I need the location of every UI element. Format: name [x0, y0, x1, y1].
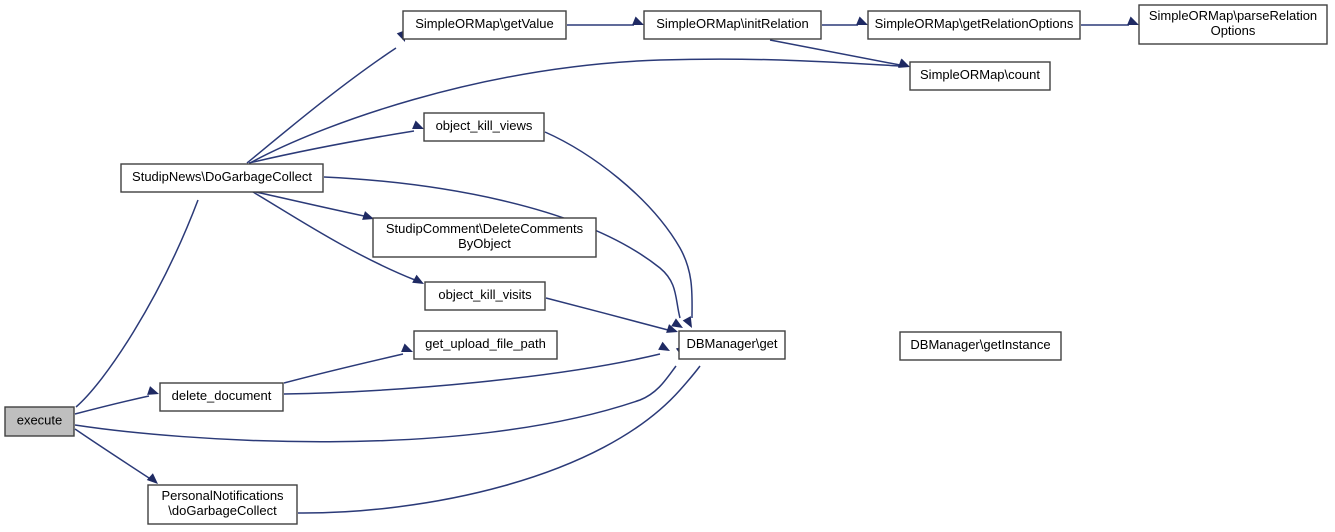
- node-box-studipcomment_deletecomments[interactable]: [372, 217, 597, 258]
- node-studipnews_dogarbagecollect[interactable]: StudipNews\DoGarbageCollect: [120, 163, 324, 193]
- node-box-simpleormap_count[interactable]: [909, 61, 1051, 91]
- node-box-get_upload_file_path[interactable]: [413, 330, 558, 360]
- nodes-layer: execute delete_documentPersonalNotificati…: [4, 4, 1328, 525]
- node-label-simpleormap_getrelationoptions: SimpleORMap\getRelationOptions: [875, 16, 1074, 31]
- edge-simpleormap_getvalue-to-simpleormap_initrelation: [567, 16, 644, 26]
- node-label-get_upload_file_path: get_upload_file_path: [425, 336, 546, 351]
- node-label-dbmanager_getinstance: DBManager\getInstance: [910, 337, 1050, 352]
- node-label-object_kill_visits: object_kill_visits: [438, 287, 532, 302]
- edge-object_kill_visits-to-dbmanager_get: [545, 297, 678, 333]
- node-box-object_kill_visits[interactable]: [424, 281, 546, 311]
- node-box-dbmanager_getinstance[interactable]: [899, 331, 1062, 361]
- edge-simpleormap_initrelation-to-simpleormap_getrelationoptions: [822, 16, 868, 26]
- node-box-personal_notifications[interactable]: [147, 484, 298, 525]
- edge-studipnews_dogarbagecollect-to-studipcomment_deletecomments: [255, 191, 374, 220]
- edge-execute-to-delete_document: [74, 386, 159, 415]
- node-get_upload_file_path[interactable]: get_upload_file_path: [413, 330, 558, 360]
- node-simpleormap_count[interactable]: SimpleORMap\count: [909, 61, 1051, 91]
- node-label-object_kill_views: object_kill_views: [436, 118, 533, 133]
- node-box-simpleormap_initrelation[interactable]: [643, 10, 822, 40]
- node-dbmanager_getinstance[interactable]: DBManager\getInstance: [899, 331, 1062, 361]
- edge-object_kill_views-to-dbmanager_get: [544, 131, 693, 328]
- node-execute[interactable]: execute: [4, 406, 75, 437]
- node-box-execute[interactable]: [4, 406, 75, 437]
- node-box-studipnews_dogarbagecollect[interactable]: [120, 163, 324, 193]
- node-object_kill_visits[interactable]: object_kill_visits: [424, 281, 546, 311]
- node-simpleormap_getrelationoptions[interactable]: SimpleORMap\getRelationOptions: [867, 10, 1081, 40]
- node-label-simpleormap_count: SimpleORMap\count: [920, 67, 1040, 82]
- node-delete_document[interactable]: delete_document: [159, 382, 284, 412]
- node-simpleormap_getvalue[interactable]: SimpleORMap\getValue: [402, 10, 567, 40]
- edge-execute-to-studipnews_dogarbagecollect: [75, 180, 208, 408]
- node-label-personal_notifications: PersonalNotifications\doGarbageCollect: [161, 488, 284, 518]
- node-label-dbmanager_get: DBManager\get: [686, 336, 777, 351]
- node-personal_notifications[interactable]: PersonalNotifications\doGarbageCollect: [147, 484, 298, 525]
- node-label-studipnews_dogarbagecollect: StudipNews\DoGarbageCollect: [132, 169, 312, 184]
- edge-simpleormap_getrelationoptions-to-simpleormap_parserelationoptions: [1081, 16, 1139, 26]
- node-box-simpleormap_getvalue[interactable]: [402, 10, 567, 40]
- edge-studipnews_dogarbagecollect-to-simpleormap_getvalue: [246, 30, 406, 164]
- edge-delete_document-to-dbmanager_get: [283, 341, 670, 395]
- edge-studipnews_dogarbagecollect-to-simpleormap_count: [249, 58, 910, 164]
- node-label-simpleormap_getvalue: SimpleORMap\getValue: [415, 16, 554, 31]
- node-label-delete_document: delete_document: [172, 388, 272, 403]
- node-box-simpleormap_getrelationoptions[interactable]: [867, 10, 1081, 40]
- edge-personal_notifications-to-dbmanager_get: [297, 346, 709, 514]
- node-object_kill_views[interactable]: object_kill_views: [423, 112, 545, 142]
- edge-execute-to-personal_notifications: [74, 428, 158, 484]
- node-simpleormap_initrelation[interactable]: SimpleORMap\initRelation: [643, 10, 822, 40]
- node-box-delete_document[interactable]: [159, 382, 284, 412]
- edge-delete_document-to-get_upload_file_path: [283, 343, 413, 384]
- node-label-execute: execute: [17, 413, 63, 428]
- edge-simpleormap_initrelation-to-simpleormap_count: [769, 39, 910, 68]
- node-box-dbmanager_get[interactable]: [678, 330, 786, 360]
- edge-studipnews_dogarbagecollect-to-object_kill_views: [248, 120, 424, 164]
- node-dbmanager_get[interactable]: DBManager\get: [678, 330, 786, 360]
- edge-studipnews_dogarbagecollect-to-object_kill_visits: [252, 191, 424, 284]
- node-box-simpleormap_parserelationoptions[interactable]: [1138, 4, 1328, 45]
- edges-layer: [74, 16, 1139, 514]
- node-box-object_kill_views[interactable]: [423, 112, 545, 142]
- node-label-simpleormap_initrelation: SimpleORMap\initRelation: [656, 16, 808, 31]
